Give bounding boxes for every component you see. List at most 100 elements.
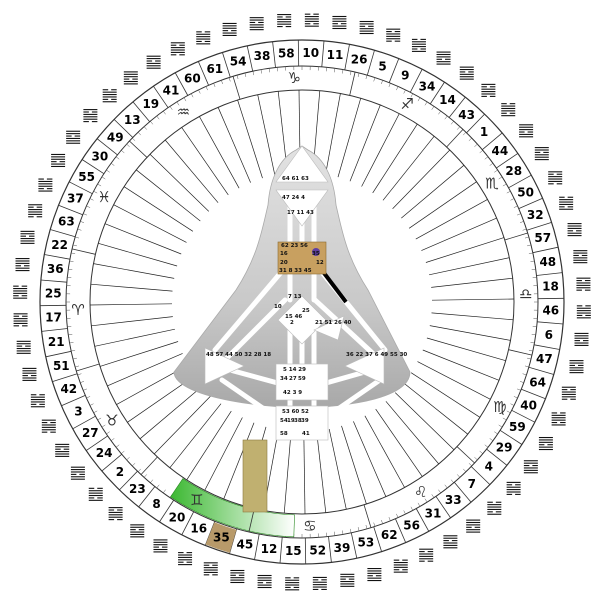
hexagram-icon (551, 412, 566, 426)
hexagram-icon (28, 204, 43, 218)
gate-label-15: 15 (285, 544, 302, 558)
hexagram-icon (506, 481, 521, 495)
gate-label-31: 31 (425, 507, 442, 521)
hexagram-icon (13, 313, 28, 327)
gate-separator (435, 496, 451, 519)
gate-label-16: 16 (190, 522, 207, 536)
gate-label-58: 58 (278, 47, 295, 61)
gate-separator (429, 81, 445, 105)
gate-separator (81, 159, 105, 175)
gate-label-51: 51 (53, 359, 70, 373)
hexagram-icon (573, 250, 588, 264)
gate-separator (482, 132, 503, 151)
throat-row4: 31 8 33 45 (279, 268, 312, 274)
root-mid-gates: 54193839 (280, 418, 309, 424)
body-bar (242, 439, 268, 513)
hexagram-icon (41, 419, 56, 433)
hexagram-icon (548, 171, 563, 185)
gate-label-64: 64 (529, 376, 546, 390)
head-center (275, 145, 329, 183)
gate-label-63: 63 (58, 214, 75, 228)
hexagram-icon (332, 15, 347, 30)
gate-separators (39, 39, 565, 565)
gate-label-37: 37 (67, 192, 84, 206)
sacral-bottom-gates: 42 3 9 (283, 390, 302, 396)
g-top-gates: 7 13 (288, 294, 302, 300)
gate-separator (197, 61, 209, 86)
gate-separator (119, 470, 138, 491)
gate-separator (69, 181, 93, 195)
hexagram-icon (38, 178, 53, 192)
sacral-center (275, 363, 329, 401)
gate-label-6: 6 (545, 328, 553, 342)
gate-separator (44, 254, 70, 260)
hexagram-icon (466, 519, 481, 533)
hexagram-icon (66, 130, 81, 144)
hexagram-icon (501, 103, 516, 117)
hexagram-icon (538, 436, 553, 451)
gate-separator (448, 96, 466, 118)
gate-separator (159, 499, 175, 523)
gate-label-36: 36 (47, 262, 64, 276)
gate-label-56: 56 (403, 519, 420, 533)
hexagram-icon (20, 230, 35, 244)
hexagram-icon (15, 258, 30, 272)
hexagram-icon (567, 223, 582, 237)
gate-label-26: 26 (351, 53, 368, 67)
gate-separator (174, 72, 189, 96)
gate-label-12: 12 (261, 542, 278, 556)
gate-separator (246, 45, 254, 72)
throat-activation-dot (312, 248, 320, 256)
hexagram-icon (170, 42, 185, 56)
gate-separator (40, 279, 67, 283)
hexagram-icon (146, 55, 161, 69)
gate-35-highlight (205, 522, 237, 553)
gate-separator (388, 58, 400, 83)
gate-separator (328, 536, 332, 563)
hexagram-icon (51, 153, 66, 168)
gate-label-59: 59 (509, 420, 526, 434)
hexagram-icon (70, 466, 85, 480)
gate-label-19: 19 (142, 97, 159, 111)
gate-label-43: 43 (458, 108, 475, 122)
sign-ring-inner-circle (89, 89, 515, 515)
gate-label-39: 39 (334, 541, 351, 555)
sagittarius-sign-icon: ♐ (400, 95, 413, 113)
hexagram-icon (196, 31, 211, 45)
gate-separator (395, 518, 407, 543)
sacral-top-gates: 5 14 29 (283, 367, 306, 373)
gate-label-62: 62 (381, 528, 398, 542)
g-right-gate: 25 (302, 308, 310, 314)
gate-separator (499, 429, 523, 445)
gate-label-52: 52 (309, 544, 326, 558)
hexagram-icon (534, 147, 549, 161)
gate-label-38: 38 (254, 49, 271, 63)
gate-separator (41, 328, 68, 332)
gate-separator (537, 321, 564, 325)
gate-label-3: 3 (74, 405, 82, 419)
gate-label-44: 44 (492, 144, 509, 158)
gate-label-46: 46 (542, 304, 559, 318)
gate-label-23: 23 (129, 482, 146, 496)
hexagram-icon (443, 535, 458, 549)
hexagram-icon (487, 501, 502, 515)
cancer-sign-icon: ♋ (303, 517, 316, 535)
ego-gates: 21 51 26 40 (315, 320, 352, 326)
gate-separator (45, 350, 72, 358)
hexagram-ring (13, 13, 591, 591)
gemini-sign-icon: ♊ (190, 491, 203, 509)
hexagram-icon (561, 386, 576, 400)
hexagram-icon (13, 285, 28, 299)
g-center (277, 295, 327, 345)
gate-label-4: 4 (485, 460, 493, 474)
hexagram-icon (83, 109, 98, 123)
virgo-sign-icon: ♍ (493, 398, 506, 416)
gate-separator (138, 486, 156, 508)
throat-center (277, 241, 327, 275)
gate-label-50: 50 (517, 185, 534, 199)
gate-label-7: 7 (468, 477, 476, 491)
capricorn-sign-icon: ♑ (287, 69, 300, 87)
gate-separator (366, 50, 375, 76)
